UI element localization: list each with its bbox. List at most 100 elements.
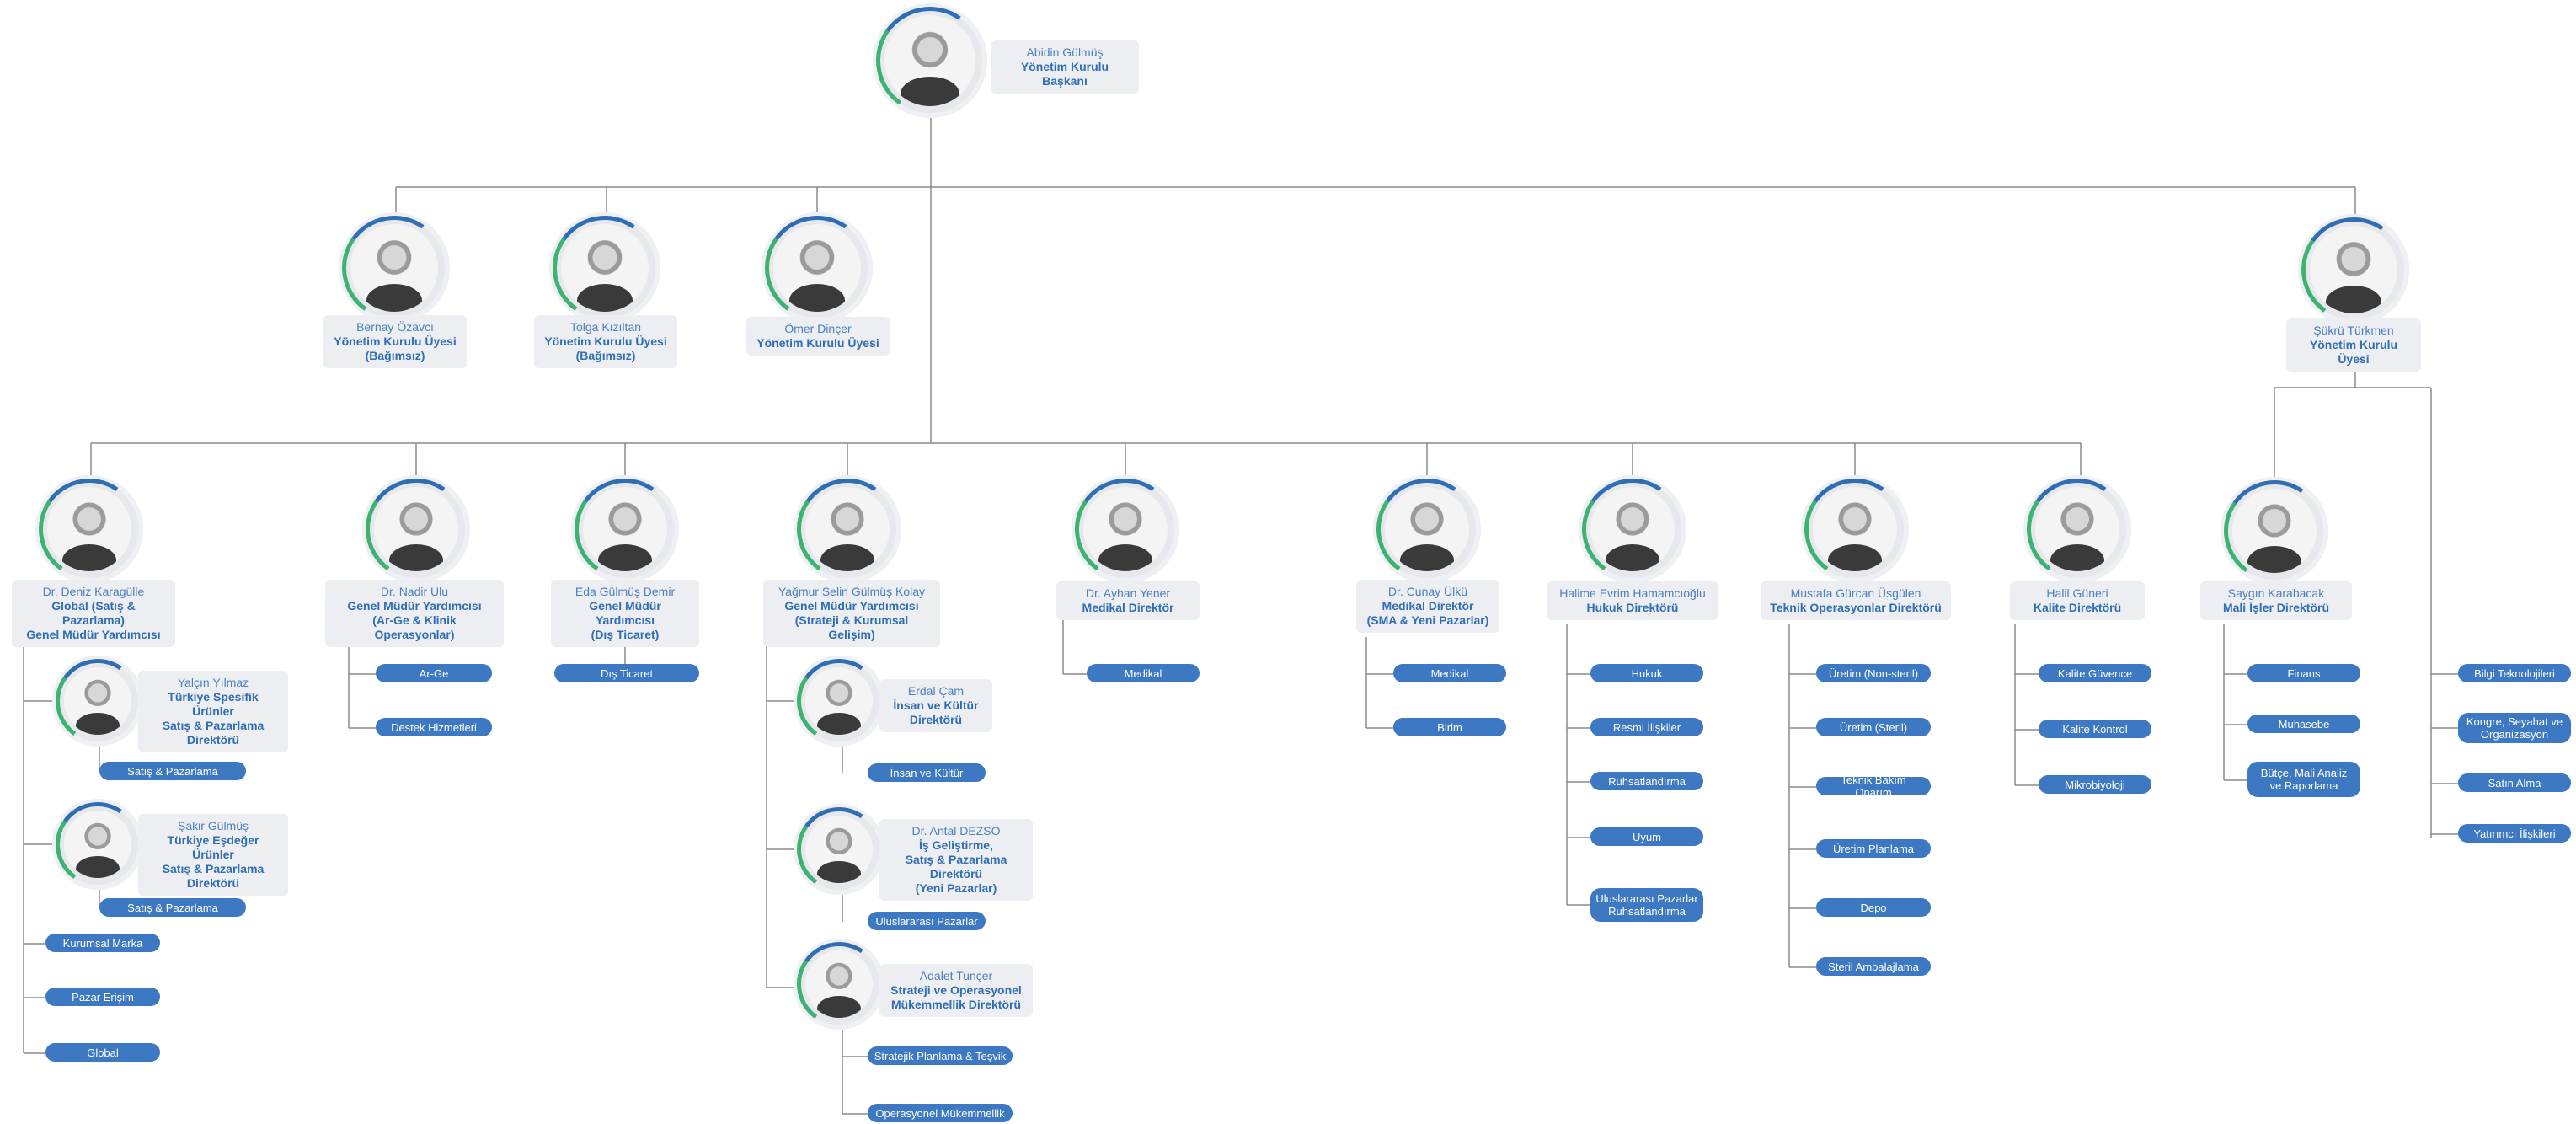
- sub-director-name: Adalet Tunçer: [919, 969, 993, 982]
- executive-title: Genel Müdür Yardımcısı: [784, 599, 919, 613]
- executive-label: Mustafa Gürcan Üsgülen Teknik Operasyonl…: [1761, 581, 1951, 620]
- unit-pill: Üretim (Steril): [1816, 718, 1931, 736]
- sub-director-photo: [790, 652, 888, 750]
- board-member-title: Yönetim Kurulu Üyesi: [334, 335, 457, 348]
- unit-pill: Depo: [1816, 898, 1931, 917]
- sub-director-photo: [790, 800, 888, 898]
- sub-director-title: Türkiye Eşdeğer Ürünler: [167, 833, 259, 861]
- sub-director-title: Direktörü: [909, 713, 963, 726]
- board-member-label: Tolga Kızıltan Yönetim Kurulu Üyesi (Bağ…: [534, 315, 677, 368]
- unit-pill: Kurumsal Marka: [45, 934, 160, 952]
- sub-director-photo: [790, 935, 888, 1033]
- executive-photo: [357, 470, 475, 588]
- unit-pill: Bilgi Teknolojileri: [2458, 664, 2571, 682]
- sub-director-label: Erdal Çam İnsan ve Kültür Direktörü: [879, 679, 992, 732]
- executive-title: (Ar-Ge & Klinik Operasyonlar): [372, 613, 457, 641]
- sub-director-name: Dr. Antal DEZSO: [911, 824, 1001, 838]
- executive-title: Teknik Operasyonlar Direktörü: [1770, 601, 1942, 614]
- unit-pill: Birim: [1393, 718, 1506, 736]
- chairman-photo: [867, 0, 993, 124]
- sub-director-title: Mükemmellik Direktörü: [890, 998, 1022, 1011]
- executive-title: (Dış Ticaret): [591, 628, 660, 641]
- sub-director-label: Yalçın Yılmaz Türkiye Spesifik Ürünler S…: [138, 671, 288, 752]
- sub-director-label: Dr. Antal DEZSO İş Geliştirme, Satış & P…: [879, 819, 1033, 901]
- unit-pill: Teknik Bakım Onarım: [1816, 773, 1931, 799]
- executive-title: Genel Müdür Yardımcısı: [589, 599, 661, 627]
- executive-label: Dr. Nadir Ulu Genel Müdür Yardımcısı (Ar…: [325, 580, 504, 647]
- board-member-label: Ömer Dinçer Yönetim Kurulu Üyesi: [746, 317, 890, 356]
- sub-director-title: Direktörü: [186, 876, 240, 890]
- sub-director-title: Türkiye Spesifik Ürünler: [168, 690, 259, 718]
- unit-pill: Medikal: [1087, 664, 1200, 682]
- unit-pill: Hukuk: [1590, 664, 1703, 682]
- unit-pill: Medikal: [1393, 664, 1506, 682]
- board-member-title: Yönetim Kurulu Üyesi: [756, 336, 879, 350]
- executive-name: Dr. Nadir Ulu: [380, 585, 449, 598]
- unit-pill: Uluslararası Pazarlar Ruhsatlandırma: [1590, 888, 1703, 922]
- sub-director-title: Satış & Pazarlama: [162, 862, 265, 875]
- executive-title: Genel Müdür Yardımcısı: [26, 628, 161, 641]
- unit-pill: Global: [45, 1043, 160, 1062]
- executive-label: Yağmur Selin Gülmüş Kolay Genel Müdür Ya…: [763, 580, 940, 647]
- executive-title: Medikal Direktör: [1382, 599, 1474, 613]
- sub-director-title: Satış & Pazarlama: [162, 719, 265, 732]
- executive-name: Yağmur Selin Gülmüş Kolay: [778, 585, 926, 598]
- board-member-photo: [2293, 209, 2414, 330]
- sub-director-photo: [49, 795, 147, 893]
- executive-photo: [2018, 470, 2136, 588]
- executive-label: Dr. Ayhan Yener Medikal Direktör: [1056, 581, 1200, 620]
- executive-title: (Strateji & Kurumsal Gelişim): [794, 613, 909, 641]
- executive-name: Dr. Cunay Ülkü: [1387, 585, 1468, 598]
- chairman-name: Abidin Gülmüş: [1026, 45, 1104, 59]
- board-member-note: (Bağımsız): [575, 349, 636, 362]
- executive-name: Mustafa Gürcan Üsgülen: [1790, 586, 1921, 600]
- unit-pill: Satış & Pazarlama: [99, 762, 246, 780]
- board-member-name: Ömer Dinçer: [784, 322, 852, 335]
- executive-photo: [30, 470, 148, 588]
- sub-director-name: Erdal Çam: [907, 684, 965, 698]
- executive-label: Halime Evrim Hamamcıoğlu Hukuk Direktörü: [1547, 581, 1718, 620]
- unit-pill: Ar-Ge: [376, 664, 492, 682]
- sub-director-title: İnsan ve Kültür: [893, 698, 979, 712]
- sub-director-title: (Yeni Pazarlar): [915, 881, 997, 895]
- executive-photo: [1368, 470, 1486, 588]
- board-member-photo: [544, 207, 665, 329]
- executive-label: Halil Güneri Kalite Direktörü: [2010, 581, 2145, 620]
- executive-title: Mali İşler Direktörü: [2222, 601, 2330, 614]
- unit-pill: Resmi İlişkiler: [1590, 718, 1703, 736]
- executive-photo: [566, 470, 684, 588]
- unit-pill: Destek Hizmetleri: [376, 718, 492, 736]
- executive-title: Medikal Direktör: [1082, 601, 1174, 614]
- sub-director-photo: [49, 652, 147, 750]
- unit-pill: Satın Alma: [2458, 773, 2571, 792]
- executive-label: Dr. Cunay Ülkü Medikal Direktör (SMA & Y…: [1356, 580, 1499, 633]
- board-member-title: Yönetim Kurulu Üyesi: [2309, 338, 2398, 366]
- board-member-name: Şükrü Türkmen: [2313, 324, 2394, 337]
- unit-pill: Finans: [2247, 664, 2360, 682]
- unit-pill: Stratejik Planlama & Teşvik: [868, 1046, 1013, 1065]
- board-member-name: Bernay Özavcı: [356, 320, 434, 334]
- executive-title: Hukuk Direktörü: [1586, 601, 1679, 614]
- board-member-note: (Bağımsız): [365, 349, 425, 362]
- unit-pill: Uyum: [1590, 827, 1703, 846]
- executive-photo: [1574, 470, 1692, 588]
- executive-label: Saygın Karabacak Mali İşler Direktörü: [2200, 581, 2352, 620]
- executive-name: Dr. Deniz Karagülle: [42, 585, 145, 598]
- unit-pill: Ruhsatlandırma: [1590, 772, 1703, 790]
- executive-name: Halime Evrim Hamamcıoğlu: [1559, 586, 1706, 600]
- sub-director-label: Adalet Tunçer Strateji ve Operasyonel Mü…: [879, 964, 1033, 1017]
- unit-pill: Mikrobiyoloji: [2039, 775, 2151, 794]
- sub-director-label: Şakir Gülmüş Türkiye Eşdeğer Ürünler Sat…: [138, 814, 288, 896]
- executive-photo: [1066, 470, 1184, 588]
- unit-pill: Kalite Kontrol: [2039, 720, 2151, 738]
- executive-title: Global (Satış & Pazarlama): [51, 599, 136, 627]
- unit-pill: Steril Ambalajlama: [1816, 957, 1931, 976]
- unit-pill: Muhasebe: [2247, 715, 2360, 733]
- sub-director-title: İş Geliştirme,: [919, 838, 993, 852]
- executive-photo: [1796, 470, 1914, 588]
- chairman-title: Yönetim Kurulu Başkanı: [1020, 60, 1109, 88]
- unit-pill: Uluslararası Pazarlar: [868, 912, 986, 930]
- unit-pill: Üretim (Non-steril): [1816, 664, 1931, 682]
